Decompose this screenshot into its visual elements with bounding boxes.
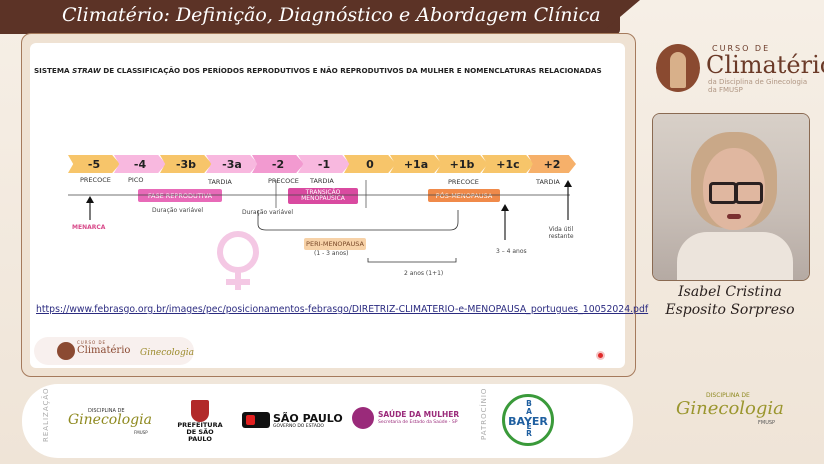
stage-plus1a: +1a: [390, 155, 442, 173]
brand-curso: CURSO DE: [712, 44, 771, 53]
speaker-name-line1: Isabel Cristina: [678, 284, 782, 300]
laser-pointer-dot: [598, 353, 603, 358]
stage-plus1c: +1c: [482, 155, 534, 173]
slide-title-straw: STRAW: [72, 66, 101, 75]
slide-title: SISTEMA STRAW DE CLASSIFICAÇÃO DOS PERÍO…: [34, 66, 602, 75]
stage-minus4: -4: [114, 155, 166, 173]
label-tardia-3: TARDIA: [536, 178, 560, 186]
brand-woman-silhouette: [670, 52, 686, 88]
page-title: Climatério: Definição, Diagnóstico e Abo…: [62, 4, 601, 26]
box-peri-menopausa: PERI-MENOPAUSA: [304, 238, 366, 250]
peri-bracket: [257, 210, 459, 231]
saude-mulher-icon: [352, 407, 374, 429]
br-fmusp: FMUSP: [758, 420, 776, 426]
stage-minus2: -2: [252, 155, 304, 173]
sp-subtitle: GOVERNO DO ESTADO: [273, 424, 324, 429]
venus-symbol: [217, 231, 259, 273]
label-precoce-3: PRECOCE: [448, 178, 479, 186]
logo-prefeitura: PREFEITURA DE SÃO PAULO: [176, 400, 224, 443]
label-precoce-1: PRECOCE: [80, 176, 111, 184]
gin-fmusp: FMUSP: [134, 430, 148, 435]
curso-logo-icon: [57, 342, 75, 360]
note-duracao-1: Duração variável: [152, 207, 204, 214]
title-banner: [0, 0, 620, 34]
menarca-arrowhead: [86, 196, 94, 203]
stage-minus3b: -3b: [160, 155, 212, 173]
stage-minus3a: -3a: [206, 155, 258, 173]
box-transicao: TRANSIÇÃO MENOPAUSICA: [288, 188, 358, 204]
note-duracao-2: Duração variável: [242, 209, 294, 216]
br-ginecologia: Ginecologia: [676, 398, 784, 419]
note-vida-util: Vida útil restante: [548, 226, 574, 240]
reference-link[interactable]: https://www.febrasgo.org.br/images/pec/p…: [36, 304, 649, 315]
slide-logo-climaterio: Climatério: [77, 345, 131, 356]
slide-logo-ginecologia: Ginecologia: [140, 348, 194, 358]
label-precoce-2: PRECOCE: [268, 177, 299, 185]
two-years-bracket: [367, 258, 457, 263]
box-pos-menopausa: PÓS-MENOPAUSA: [428, 189, 500, 202]
arrowhead-post: [501, 204, 509, 211]
glasses-right: [735, 182, 763, 204]
brand-title: Climatério: [706, 51, 824, 79]
speaker-video[interactable]: [652, 113, 810, 281]
sp-mark-red: [246, 415, 255, 425]
stage-minus5: -5: [68, 155, 120, 173]
slide-logo-curso: CURSO DE: [77, 340, 107, 345]
label-tardia-1: TARDIA: [208, 178, 232, 186]
straw-connectors: [68, 180, 572, 290]
speaker-mouth: [727, 214, 741, 219]
slide-content: [30, 43, 625, 368]
gin-ginecologia: Ginecologia: [68, 412, 152, 428]
slide-title-suffix: DE CLASSIFICAÇÃO DOS PERÍODOS REPRODUTIV…: [100, 66, 602, 75]
box-fase-reprodutiva: FASE REPRODUTIVA: [138, 189, 222, 202]
label-patrocinio: PATROCÍNIO: [480, 387, 488, 440]
stage-plus2: +2: [528, 155, 576, 173]
note-2-anos: 2 anos (1+1): [404, 270, 444, 277]
speaker-name-line2: Esposito Sorpreso: [665, 302, 795, 318]
label-pico: PICO: [128, 176, 144, 184]
stage-plus1b: +1b: [436, 155, 488, 173]
stage-zero: 0: [344, 155, 396, 173]
sp-crest-icon: [191, 400, 209, 422]
label-tardia-2: TARDIA: [310, 177, 334, 185]
label-realizacao: REALIZAÇÃO: [42, 387, 50, 442]
bayer-horizontal: BAYER: [508, 415, 548, 428]
note-3-4-anos: 3 – 4 anos: [496, 248, 527, 255]
stage-minus1: -1: [298, 155, 350, 173]
brand-subtitle: da Disciplina de Ginecologia da FMUSP: [708, 78, 808, 94]
sm-subtitle: Secretaria de Estado da Saúde - SP: [378, 420, 458, 425]
speaker-body: [677, 232, 793, 280]
arrowhead-tardia: [564, 180, 572, 187]
glasses-left: [709, 182, 737, 204]
sm-title: SAÚDE DA MULHER: [378, 410, 460, 419]
note-menarca: MENARCA: [72, 224, 106, 231]
pref-text: PREFEITURA DE SÃO PAULO: [177, 421, 223, 443]
sp-title: SÃO PAULO: [273, 412, 343, 425]
br-disciplina: DISCIPLINA DE: [706, 392, 750, 399]
slide-title-prefix: SISTEMA: [34, 66, 73, 75]
gin-disciplina: DISCIPLINA DE: [88, 408, 125, 414]
peri-duration: (1 - 3 anos): [314, 250, 349, 257]
